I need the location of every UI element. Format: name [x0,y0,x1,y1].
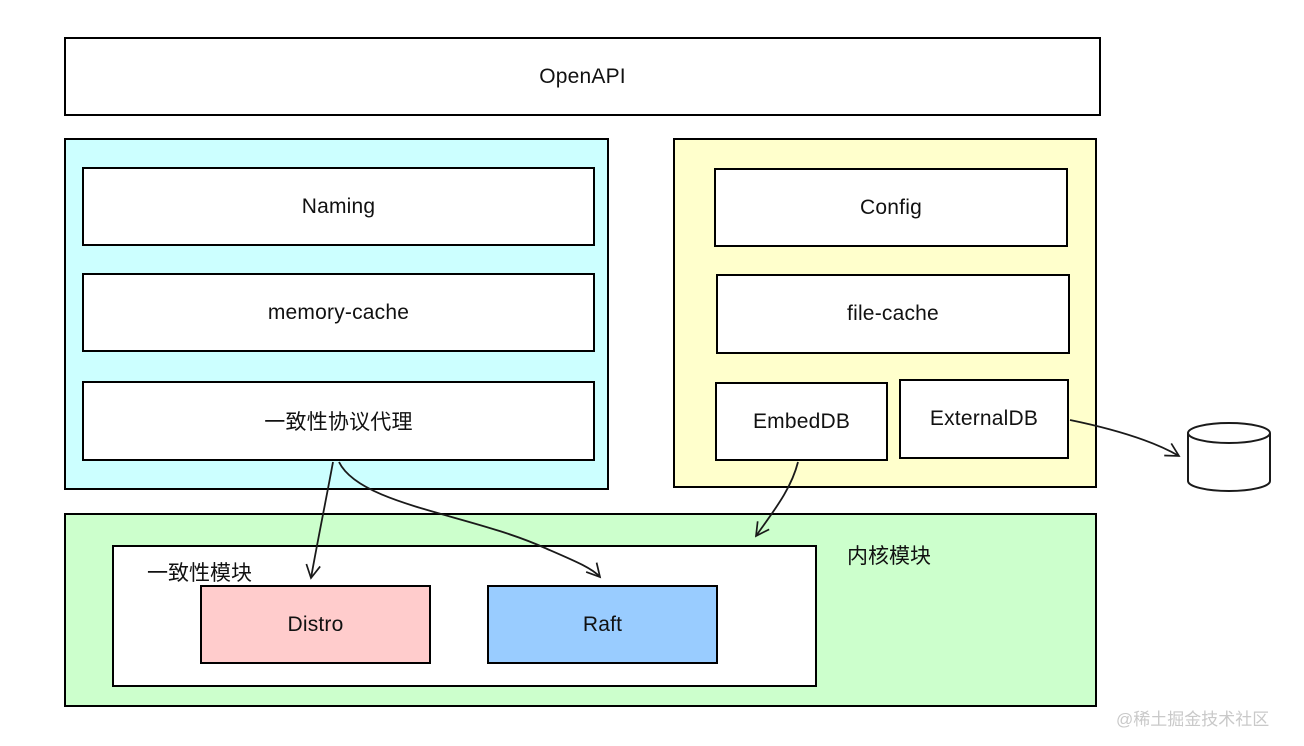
embed-db-box: EmbedDB [715,382,888,461]
kernel-module-label: 内核模块 [847,545,931,568]
consistency-module-label: 一致性模块 [147,562,252,585]
config-box: Config [714,168,1068,247]
database-cylinder-icon [1187,422,1271,492]
config-label: Config [860,195,922,219]
naming-label: Naming [301,194,376,218]
config-panel: Config file-cache EmbedDB ExternalDB [673,138,1097,488]
file-cache-box: file-cache [716,274,1070,354]
external-db-label: ExternalDB [929,407,1039,430]
memory-cache-box: memory-cache [82,273,595,352]
consistency-proxy-box: 一致性协议代理 [82,381,595,461]
distro-label: Distro [287,612,344,636]
consistency-module-box: 一致性模块 Distro Raft [112,545,817,687]
openapi-label: OpenAPI [539,64,626,88]
embed-db-label: EmbedDB [752,409,851,433]
memory-cache-label: memory-cache [267,300,410,324]
distro-box: Distro [200,585,431,664]
external-db-box: ExternalDB [899,379,1069,459]
kernel-module-panel: 内核模块 一致性模块 Distro Raft [64,513,1097,707]
file-cache-label: file-cache [847,302,939,325]
naming-box: Naming [82,167,595,246]
openapi-box: OpenAPI [64,37,1101,116]
raft-box: Raft [487,585,718,664]
watermark: @稀土掘金技术社区 [1116,710,1270,729]
naming-panel: Naming memory-cache 一致性协议代理 [64,138,609,490]
raft-label: Raft [582,612,623,636]
consistency-proxy-label: 一致性协议代理 [264,411,413,434]
